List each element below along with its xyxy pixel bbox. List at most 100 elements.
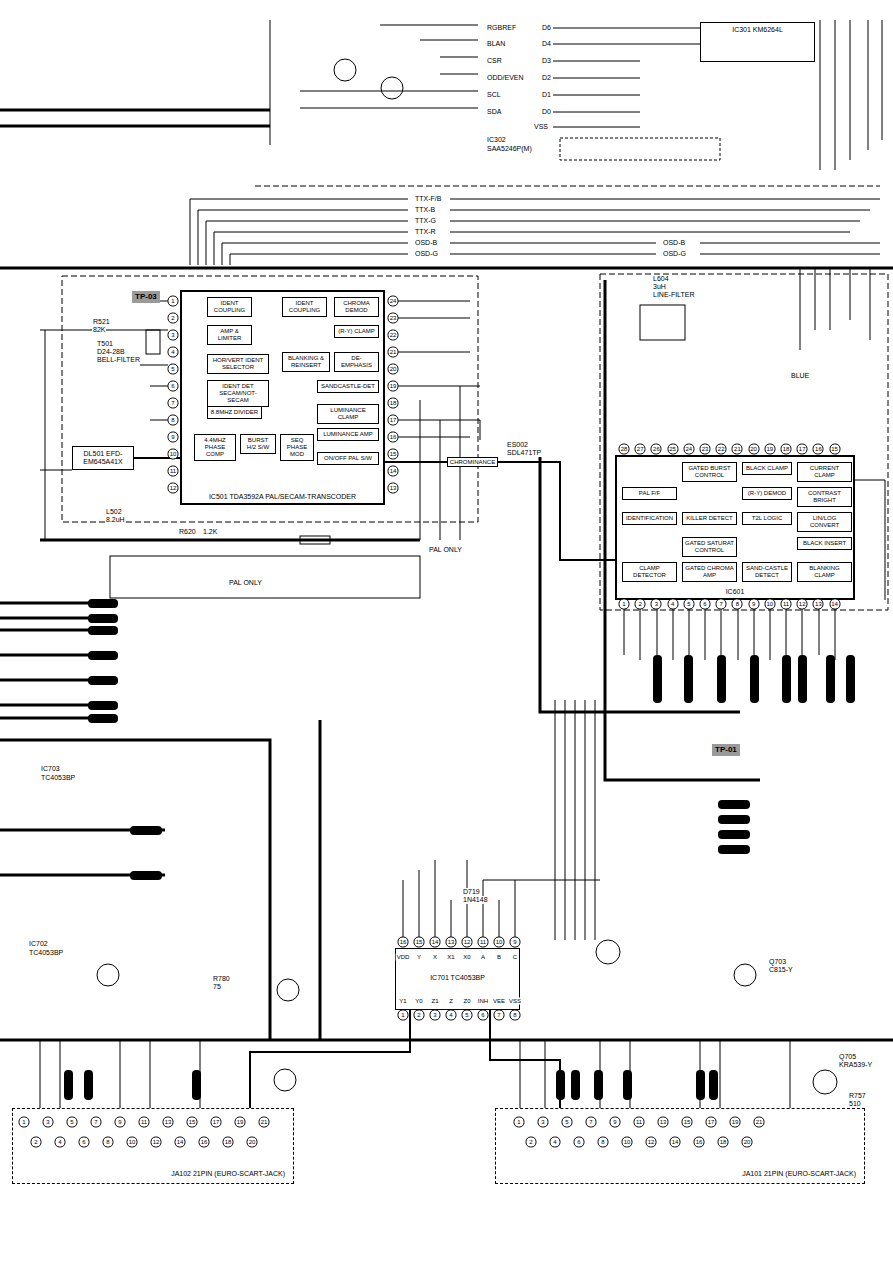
node-text: JA101 21PIN (EURO-SCART-JACK): [742, 1170, 856, 1178]
harness-plugs: [64, 599, 855, 1100]
wire: [255, 186, 880, 187]
part-label: 8.2uH: [105, 516, 126, 524]
part-label: OSD-B: [662, 239, 686, 247]
wire: [64, 1070, 73, 1100]
part-label: PAL ONLY: [228, 579, 263, 587]
wire: [450, 199, 880, 254]
wire: [277, 979, 299, 1001]
pin-number: 7: [168, 398, 179, 409]
pin-number: 19: [764, 444, 775, 455]
pin-number: 20: [247, 1137, 258, 1148]
part-label: Q703: [768, 958, 787, 966]
function-block: IDENTIFICATION: [622, 512, 677, 525]
wire: [555, 700, 595, 940]
node-text: DL501 EFD-EM645A41X: [76, 450, 130, 466]
function-block: CLAMP DETECTOR: [622, 562, 677, 582]
part-label: ES002: [506, 441, 529, 449]
part-label: D2: [541, 74, 552, 82]
node-text: CHROMA DEMOD: [337, 300, 376, 314]
wire: [553, 28, 700, 127]
node-text: IDENT DET SECAM/NOT-SECAM: [210, 383, 266, 404]
pin-number: 6: [700, 599, 711, 610]
part-label: TTX-B: [414, 206, 436, 214]
part-label: D3: [541, 57, 552, 65]
pin-number: 3: [651, 599, 662, 610]
node-text: GATED SATURAT CONTROL: [685, 540, 734, 554]
pin-number: 5: [562, 1117, 573, 1128]
pin-number: 26: [651, 444, 662, 455]
pin-number: 17: [388, 415, 399, 426]
pin-number: 3: [538, 1117, 549, 1128]
pin-number: 10: [764, 599, 775, 610]
wire: [571, 1070, 580, 1100]
pin-number: 20: [748, 444, 759, 455]
pin-number: 8: [510, 1010, 521, 1021]
pin-number: 10: [622, 1137, 633, 1148]
wire: [146, 330, 160, 354]
pin-number: 2: [635, 599, 646, 610]
function-block: GATED BURST CONTROL: [682, 462, 737, 482]
wire: [190, 199, 408, 254]
pin-number: 12: [168, 483, 179, 494]
function-block: T2L LOGIC: [742, 512, 792, 525]
pin-number: 11: [781, 599, 792, 610]
function-block: BLANKING & REINSERT: [282, 352, 330, 372]
part-label: Z: [448, 998, 454, 1005]
wire: [826, 655, 835, 703]
wire: [0, 720, 320, 1040]
pin-number: 18: [718, 1137, 729, 1148]
pin-number: 8: [732, 599, 743, 610]
pin-number: 14: [670, 1137, 681, 1148]
function-block: SAND-CASTLE DETECT: [742, 562, 792, 582]
wire: [594, 1070, 603, 1100]
pin-number: 4: [55, 1137, 66, 1148]
pin-number: 17: [211, 1117, 222, 1128]
ic-package: IC301 KM6264L: [700, 22, 815, 62]
pin-number: 9: [610, 1117, 621, 1128]
pin-number: 10: [168, 449, 179, 460]
part-label: TC4053BP: [40, 774, 76, 782]
wire: [846, 655, 855, 703]
node-text: IC701 TC4053BP: [396, 974, 519, 982]
node-text: IC301 KM6264L: [704, 26, 811, 34]
pin-number: 16: [388, 432, 399, 443]
wire: [88, 676, 118, 685]
pin-number: 15: [829, 444, 840, 455]
part-label: BLAN: [486, 40, 506, 48]
pin-number: 17: [797, 444, 808, 455]
pin-number: 15: [414, 937, 425, 948]
node-text: AMP & LIMITER: [210, 328, 249, 342]
pin-number: 6: [168, 381, 179, 392]
pin-number: 10: [127, 1137, 138, 1148]
part-label: RGBREF: [486, 24, 517, 32]
wire: [130, 826, 162, 835]
wire: [40, 301, 168, 540]
node-text: GATED BURST CONTROL: [685, 465, 734, 479]
part-label: SAA5246P(M): [486, 145, 533, 153]
node-text: SEQ PHASE MOD: [283, 437, 311, 458]
part-label: R780: [212, 975, 231, 983]
part-label: R757: [848, 1092, 867, 1100]
wire: [750, 655, 759, 703]
pin-number: 8: [168, 415, 179, 426]
part-label: IC703: [40, 765, 61, 773]
node-text: IDENTIFICATION: [625, 515, 674, 522]
wire: [596, 940, 620, 964]
pin-number: 12: [646, 1137, 657, 1148]
part-label: BLUE: [790, 372, 810, 380]
node-text: 8.8MHZ DIVIDER: [210, 409, 259, 416]
pin-number: 13: [446, 937, 457, 948]
pin-number: 1: [514, 1117, 525, 1128]
part-label: X: [432, 954, 438, 961]
pin-number: 9: [115, 1117, 126, 1128]
node-text: DE-EMPHASIS: [337, 355, 376, 369]
part-label: D0: [541, 108, 552, 116]
pin-number: 20: [742, 1137, 753, 1148]
wire: [88, 701, 118, 710]
part-label: R620: [178, 528, 197, 536]
wire: [718, 845, 750, 854]
wire: [624, 609, 835, 660]
pin-number: 12: [462, 937, 473, 948]
